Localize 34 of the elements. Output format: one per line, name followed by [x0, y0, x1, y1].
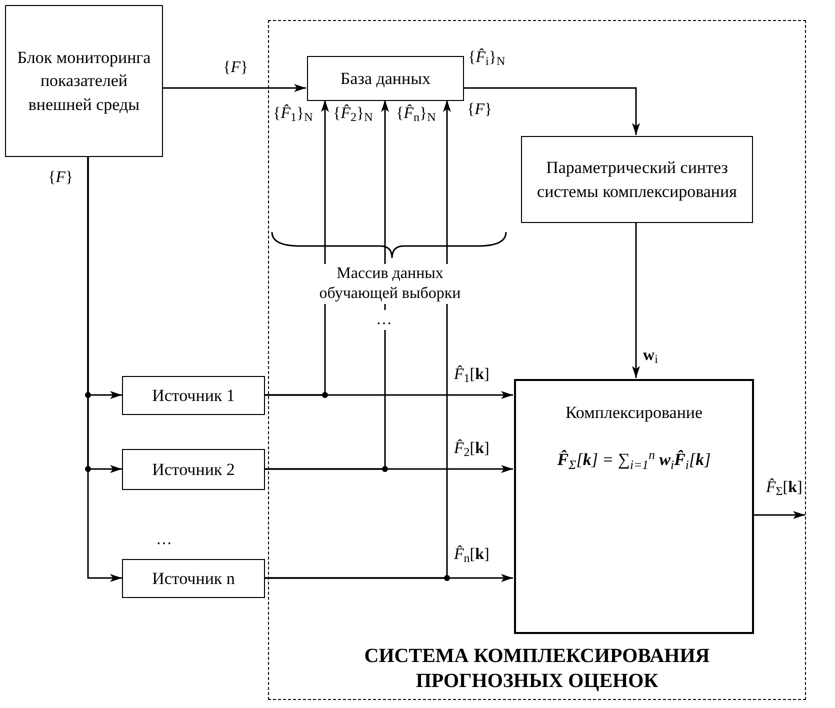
- arrow: [632, 222, 640, 378]
- arrow: [265, 465, 513, 473]
- box-title: Параметрический синтез системы комплексирования: [536, 157, 738, 203]
- arrow: [265, 391, 513, 399]
- edge-label: {F̂$_{i}$}$_{N}$: [467, 50, 506, 66]
- box-title: Источник 1: [152, 384, 235, 407]
- arrow: [265, 574, 513, 582]
- process-box: [5, 5, 163, 157]
- process-box: [307, 56, 464, 101]
- process-box: [122, 376, 265, 415]
- system-boundary: [268, 20, 806, 700]
- arrow: [753, 511, 805, 519]
- box-title: Источник n: [152, 568, 235, 590]
- edge-label: {F}: [222, 60, 250, 76]
- box-title: Источник 2: [152, 458, 235, 481]
- edge-label: {F̂$_{n}$}$_{N}$: [395, 106, 437, 122]
- box-title: Блок мониторинга показателей внешней среды: [16, 46, 152, 116]
- edge-label: F̂$_{2}$[k]: [453, 441, 490, 457]
- edge-label: F̂$_{Σ}$[k]: [765, 480, 804, 496]
- edge-label: F̂$_{n}$[k]: [453, 547, 490, 563]
- arrow: [87, 157, 122, 582]
- edge-label: {F̂$_{1}$}$_{N}$: [272, 106, 314, 122]
- process-box: [514, 379, 754, 634]
- process-box: [122, 559, 265, 598]
- process-box: [521, 136, 753, 223]
- arrow: [463, 87, 640, 135]
- box-title: База данных: [340, 68, 431, 90]
- edge-label: F̂$_{1}$[k]: [453, 367, 490, 383]
- signal-label: …: [376, 310, 392, 330]
- box-title: Комплексирование: [565, 402, 703, 424]
- edge-label: {F̂$_{2}$}$_{N}$: [332, 106, 374, 122]
- arrow: [163, 84, 306, 92]
- formula: F̂$_{Σ}$[k] = ∑$_{i=1}$$^{n}$ w$_{i}$F̂$_{i}$[k]: [557, 448, 711, 472]
- process-box: [122, 449, 265, 490]
